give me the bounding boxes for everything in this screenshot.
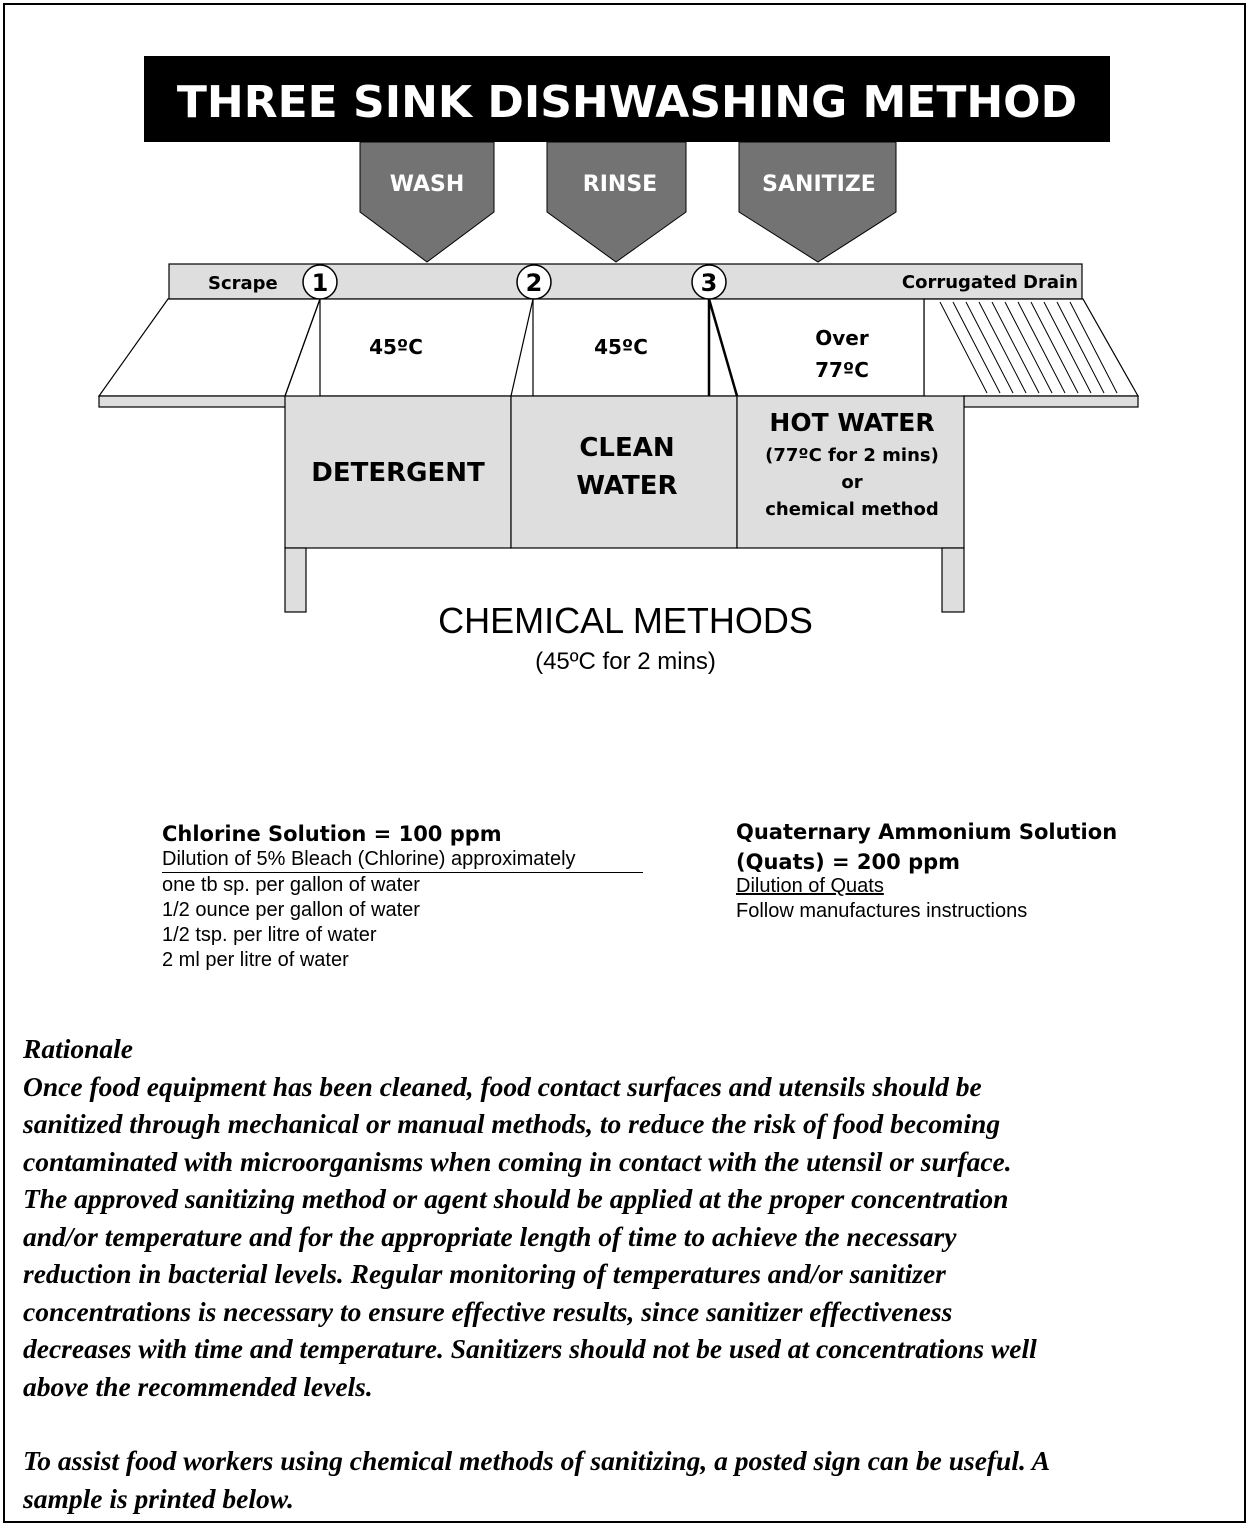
marker-1: 1	[302, 264, 338, 300]
rationale-line-7: concentrations is necessary to ensure ef…	[23, 1295, 953, 1327]
chlorine-line-1: one tb sp. per gallon of water	[162, 874, 420, 896]
marker-2: 2	[516, 264, 552, 300]
sanitize-arrow: SANITIZE	[738, 141, 897, 263]
rationale-line-8: decreases with time and temperature. San…	[23, 1333, 1037, 1364]
sink3-front	[736, 395, 965, 549]
chlorine-section: Chlorine Solution = 100 ppm Dilution of …	[162, 822, 643, 972]
three-sink-diagram: THREE SINK DISHWASHING METHOD WASH RINSE…	[97, 56, 1140, 613]
rinse-label: RINSE	[583, 172, 657, 197]
right-drainboard-edge	[963, 395, 1139, 408]
title-banner	[144, 56, 1110, 142]
sink2-content-line1: CLEAN	[579, 433, 674, 463]
left-leg	[284, 547, 307, 613]
rationale-line-1: Once food equipment has been cleaned, fo…	[23, 1070, 982, 1102]
svg-text:1: 1	[312, 269, 329, 297]
closing-line-1: To assist food workers using chemical me…	[23, 1445, 1051, 1476]
rationale-heading: Rationale	[23, 1033, 134, 1064]
sink3-temp-line1: Over	[815, 326, 869, 350]
quats-dilution-label: Dilution of Quats	[736, 875, 884, 897]
sink3-content-line1: HOT WATER	[769, 408, 934, 437]
marker-3: 3	[691, 264, 727, 300]
rationale-line-9: above the recommended levels.	[23, 1370, 373, 1402]
chemical-methods-subtitle: (45ºC for 2 mins)	[535, 648, 716, 675]
sink-basin-top	[319, 298, 925, 397]
rinse-arrow: RINSE	[546, 141, 687, 263]
left-drainboard	[97, 298, 321, 397]
sink1-content: DETERGENT	[311, 458, 485, 488]
quats-instruction: Follow manufactures instructions	[736, 900, 1028, 922]
sink1-temp: 45ºC	[369, 335, 423, 359]
quats-heading-line-1: Quaternary Ammonium Solution	[736, 820, 1118, 844]
wash-arrow: WASH	[359, 141, 495, 263]
sink3-content-line2: (77ºC for 2 mins)	[765, 445, 939, 466]
closing-line-2: sample is printed below.	[23, 1482, 294, 1514]
chlorine-line-3: 1/2 tsp. per litre of water	[162, 924, 377, 946]
sink2-front	[510, 395, 738, 549]
corrugated-drain-label: Corrugated Drain	[902, 272, 1078, 293]
rationale-line-5: and/or temperature and for the appropria…	[23, 1220, 957, 1252]
wash-label: WASH	[390, 172, 465, 197]
rationale-line-2: sanitized through mechanical or manual m…	[23, 1108, 1001, 1139]
svg-text:2: 2	[526, 269, 543, 297]
sink3-content-line4: chemical method	[765, 499, 939, 520]
quats-heading-line-2: (Quats) = 200 ppm	[736, 850, 961, 874]
sanitize-label: SANITIZE	[762, 172, 876, 197]
rationale-section: Rationale Once food equipment has been c…	[23, 1030, 1050, 1517]
sink2-temp: 45ºC	[594, 335, 648, 359]
diagram-title: THREE SINK DISHWASHING METHOD	[177, 77, 1077, 128]
rationale-line-4: The approved sanitizing method or agent …	[23, 1183, 1009, 1214]
scrape-label: Scrape	[208, 273, 278, 294]
quats-section: Quaternary Ammonium Solution (Quats) = 2…	[736, 820, 1117, 923]
sink3-content-line3: or	[841, 472, 862, 493]
chlorine-line-4: 2 ml per litre of water	[162, 949, 349, 971]
sink2-content-line2: WATER	[576, 471, 677, 501]
corrugation-lines	[939, 301, 1118, 394]
sink3-temp-line2: 77ºC	[815, 358, 869, 382]
rationale-line-6: reduction in bacterial levels. Regular m…	[23, 1258, 946, 1289]
svg-text:3: 3	[701, 269, 718, 297]
sink1-front	[284, 395, 512, 549]
left-drainboard-edge	[98, 395, 287, 408]
rationale-line-3: contaminated with microorganisms when co…	[23, 1145, 1012, 1177]
right-leg	[941, 547, 965, 613]
chemical-methods-title: CHEMICAL METHODS	[438, 600, 813, 641]
chlorine-heading: Chlorine Solution = 100 ppm	[162, 822, 502, 846]
chlorine-line-2: 1/2 ounce per gallon of water	[162, 899, 420, 921]
chlorine-dilution-label: Dilution of 5% Bleach (Chlorine) approxi…	[162, 848, 643, 873]
rationale-spacer	[23, 1405, 1050, 1442]
